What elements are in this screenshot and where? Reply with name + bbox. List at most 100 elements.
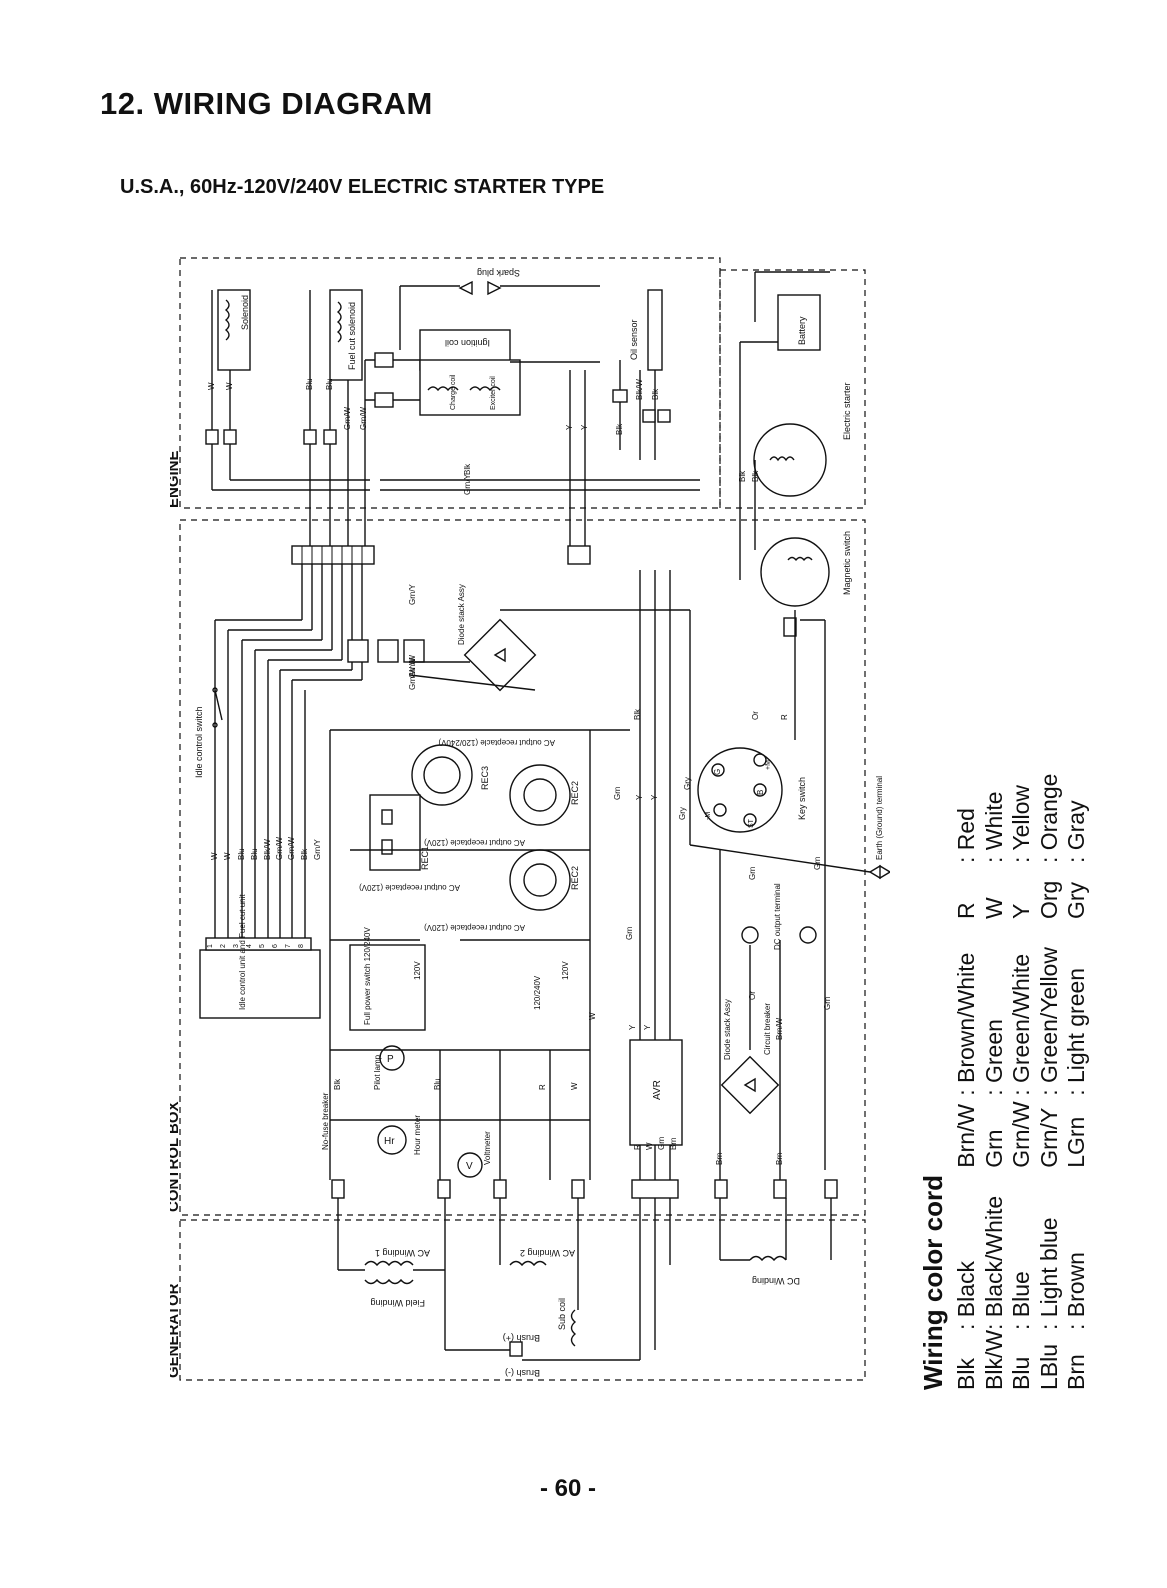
main-connector-pins (301, 546, 363, 564)
pilot-lamp-symbol (379, 1045, 405, 1071)
dc-output-plus (741, 926, 759, 944)
wire-color-label: Gry (683, 777, 692, 790)
wire-color-label: W (588, 1012, 597, 1020)
wire-color-label: W (570, 1082, 579, 1090)
legend-entry: Brn/W: Brown/White (953, 952, 979, 1168)
wire-color-label: Brn/W (775, 1017, 784, 1040)
wire-color-label: Grn/W (408, 654, 417, 678)
wire-color-label: Brn (715, 1153, 724, 1165)
key-switch-terminal (713, 803, 727, 817)
wire-color-label: W (223, 852, 232, 860)
generator-section: AC Winding 1 Field Winding AC Winding 2 … (337, 1198, 832, 1378)
wire-color-label: Grn (625, 927, 634, 940)
connector (773, 1179, 787, 1199)
switch-120-240v-label: 120/240V (533, 975, 542, 1010)
brush-plus-label: Brush (+) (503, 1333, 540, 1343)
wire-color-label: Y (635, 794, 644, 800)
key-switch-symbol (697, 747, 783, 833)
legend-column: Blk: Black Blk/W: Black/White Blu: Blue … (953, 1196, 1091, 1390)
ignition-coil-label: Ignition coil (445, 338, 490, 348)
wire-color-label: Blk (615, 423, 624, 435)
wire-color-label: Blk (463, 463, 472, 475)
connector-pin-number: 2 (220, 944, 227, 948)
ac-winding-1-coil (364, 1260, 414, 1267)
legend-title: Wiring color cord (918, 1175, 948, 1390)
connector (783, 617, 797, 637)
wire-color-label: Y (565, 424, 574, 430)
wire-color-label: Blu (250, 848, 259, 860)
key-switch-label: Key switch (797, 777, 807, 820)
connector (323, 429, 337, 445)
connector-pin-number: 7 (285, 944, 292, 948)
wire-color-label: Blu (305, 378, 314, 390)
page-title: 12. WIRING DIAGRAM (100, 86, 433, 121)
voltmeter-icon: V (466, 1161, 473, 1172)
wiring-diagram: ENGINE CONTROL BOX GENERATOR Solenoid Fu… (170, 257, 890, 1381)
voltmeter-label: Voltmeter (483, 1131, 492, 1165)
connector-pin-number: 3 (233, 944, 240, 948)
wire-color-label: W (225, 382, 234, 390)
wire-color-label: Blu (325, 378, 334, 390)
connector (377, 639, 399, 663)
control-box-boundary (179, 519, 866, 1216)
legend-column: Brn/W: Brown/White Grn: Green Grn/W: Gre… (953, 947, 1091, 1168)
connector-pin-number: 6 (272, 944, 279, 948)
legend-entry: Gry: Gray (1063, 800, 1089, 920)
charge-coil-symbol (427, 386, 459, 392)
wire-color-label: Grn (657, 1137, 666, 1150)
connector (331, 1179, 345, 1199)
engine-connectors (205, 352, 671, 445)
wire-color-label: Blk (751, 470, 760, 482)
key-switch-terminal-b: B (756, 790, 765, 795)
dc-output-minus (799, 926, 817, 944)
magnetic-switch-symbol (760, 537, 830, 607)
wire-color-label: R (780, 714, 789, 720)
connector (205, 429, 219, 445)
electric-starter-symbol (753, 423, 827, 497)
key-switch-terminal (753, 753, 767, 767)
key-switch-terminal-g: G (713, 769, 722, 775)
rec2-b-label: REC2 (570, 866, 580, 890)
rec1-label: REC1 (420, 846, 430, 870)
generator-wires (337, 1198, 832, 1361)
connector-pin-number: 1 (207, 944, 214, 948)
electric-side-boundary (719, 269, 866, 509)
pilot-lamp-label: Pilot lamp (373, 1054, 382, 1090)
connector (493, 1179, 507, 1199)
sub-coil-symbol (570, 1309, 577, 1347)
engine-control-connector (567, 545, 591, 565)
idle-control-switch-symbol (214, 689, 223, 721)
wire-color-label: R (538, 1084, 547, 1090)
diode-stack-2-label: Diode stack Assy (723, 999, 732, 1060)
legend-column: R: Red W: White Y: Yellow Org: Orange Gr… (953, 774, 1091, 920)
wire-color-label: Grn/W (343, 406, 352, 430)
wire-color-label: Grn (813, 857, 822, 870)
hour-meter-icon: Hr (384, 1136, 395, 1147)
dc-output-terminal-label: DC output terminal (773, 883, 782, 950)
wire-color-label: Grn (613, 787, 622, 800)
battery-symbol (777, 294, 821, 351)
field-winding-coil (364, 1278, 414, 1285)
idle-unit-connector (205, 937, 312, 951)
key-switch-terminal-st: ST (748, 818, 755, 828)
wire-color-label: Blk (651, 388, 660, 400)
oil-sensor-label: Oil sensor (629, 319, 639, 360)
legend-entry: Blu: Blue (1008, 1271, 1034, 1390)
section-boundaries (179, 257, 866, 1381)
control-box-wires (329, 570, 871, 1185)
solenoid-label: Solenoid (240, 295, 250, 330)
electric-starter-label: Electric starter (842, 382, 852, 440)
legend-entry: Blk/W: Black/White (980, 1195, 1007, 1390)
diode-stack-1-label: Diode stack Assy (457, 584, 466, 645)
wire-color-label: Blu (237, 848, 246, 860)
full-power-switch-box (349, 944, 426, 1031)
wire-color-label: Brn (775, 1153, 784, 1165)
ac-winding-2-label: AC Winding 2 (520, 1248, 575, 1258)
exciter-coil-symbol (469, 386, 501, 392)
legend-entry: LBlu: Light blue (1035, 1217, 1062, 1390)
dc-winding-coil (749, 1255, 787, 1262)
connector (571, 1179, 585, 1199)
switch-120v-a-label: 120V (413, 961, 422, 980)
connector (347, 639, 369, 663)
brush-symbol (509, 1341, 523, 1357)
